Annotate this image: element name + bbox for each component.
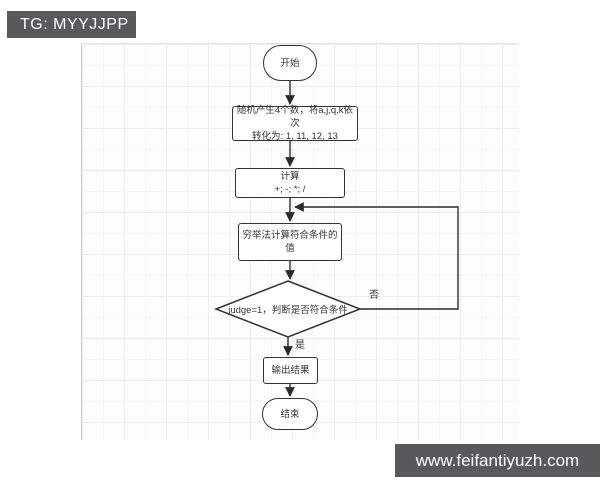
node-calculate-line1: 计算 <box>280 171 300 182</box>
node-judge-decision-label: judge=1，判断是否符合条件 <box>218 301 358 317</box>
node-calculate-process: 计算 +; -; *; / <box>235 168 345 198</box>
tg-channel-badge: TG: MYYJJPP <box>7 11 136 38</box>
node-generate-line1: 随机产生4个数，将a,j,q,k依次 <box>236 105 354 129</box>
node-exhaustive-label: 穷举法计算符合条件的值 <box>242 230 338 254</box>
judge-label-text: judge=1，判断是否符合条件 <box>228 305 348 316</box>
node-calculate-line2: +; -; *; / <box>274 184 306 195</box>
node-start-label: 开始 <box>280 57 300 69</box>
watermark-url-text: www.feifantiyuzh.com <box>415 450 580 470</box>
node-start-terminator: 开始 <box>263 45 317 81</box>
node-generate-process: 随机产生4个数，将a,j,q,k依次 转化为: 1, 11, 12, 13 <box>232 105 358 142</box>
node-end-terminator: 结束 <box>262 398 318 430</box>
node-generate-line2: 转化为: 1, 11, 12, 13 <box>252 131 338 142</box>
node-end-label: 结束 <box>280 408 300 420</box>
edge-label-yes: 是 <box>295 340 305 352</box>
edge-label-no: 否 <box>369 290 379 302</box>
tg-badge-text: TG: MYYJJPP <box>20 15 129 33</box>
watermark-bar: www.feifantiyuzh.com <box>395 444 600 477</box>
node-exhaustive-process: 穷举法计算符合条件的值 <box>238 223 342 261</box>
node-output-process: 输出结果 <box>263 357 318 384</box>
no-label-text: 否 <box>369 290 379 301</box>
yes-label-text: 是 <box>295 340 305 351</box>
node-output-label: 输出结果 <box>271 365 310 376</box>
